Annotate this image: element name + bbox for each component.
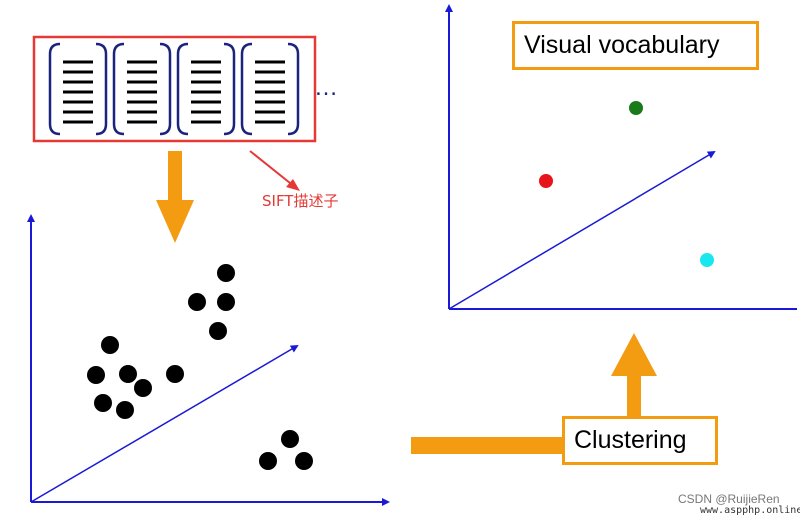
feature-point-group — [87, 264, 313, 470]
sift-descriptor-label: SIFT描述子 — [262, 192, 339, 210]
clustering-arrow-shaft — [411, 437, 563, 454]
sift-descriptor-vector — [240, 42, 300, 136]
feature-point — [134, 379, 152, 397]
feature-point — [94, 394, 112, 412]
left-bracket — [48, 42, 61, 136]
up-arrow — [611, 333, 657, 416]
visual-vocabulary-label: Visual vocabulary — [512, 21, 759, 70]
right-bracket — [223, 42, 236, 136]
feature-point — [188, 293, 206, 311]
feature-space-axes — [27, 214, 390, 506]
visual-word-cyan — [700, 253, 714, 267]
right-bracket — [159, 42, 172, 136]
ellipsis-text: … — [314, 74, 340, 101]
feature-point — [217, 293, 235, 311]
watermark-text: CSDN @RuijieRen — [678, 492, 780, 506]
feature-point — [119, 365, 137, 383]
sift-descriptor-group — [48, 42, 300, 136]
vocabulary-space-axes — [445, 4, 797, 310]
feature-point — [281, 430, 299, 448]
descriptor-frame — [32, 35, 317, 143]
feature-point — [209, 322, 227, 340]
sift-descriptor-vector — [48, 42, 108, 136]
feature-point — [116, 401, 134, 419]
visual-word-red — [539, 174, 553, 188]
left-bracket — [176, 42, 189, 136]
sift-descriptor-vector — [112, 42, 172, 136]
sift-callout-arrowhead — [286, 179, 300, 191]
clustering-label: Clustering — [562, 416, 718, 465]
feature-point — [101, 336, 119, 354]
left-bracket — [112, 42, 125, 136]
down-arrow — [156, 151, 194, 243]
feature-point — [87, 366, 105, 384]
visual-word-green — [629, 101, 643, 115]
feature-point — [295, 452, 313, 470]
feature-point — [217, 264, 235, 282]
feature-point — [166, 365, 184, 383]
feature-point — [259, 452, 277, 470]
sift-descriptor-vector — [176, 42, 236, 136]
right-bracket — [95, 42, 108, 136]
watermark-url: www.aspphp.online — [700, 505, 800, 516]
left-bracket — [240, 42, 253, 136]
right-bracket — [287, 42, 300, 136]
sift-callout-line — [249, 150, 296, 188]
